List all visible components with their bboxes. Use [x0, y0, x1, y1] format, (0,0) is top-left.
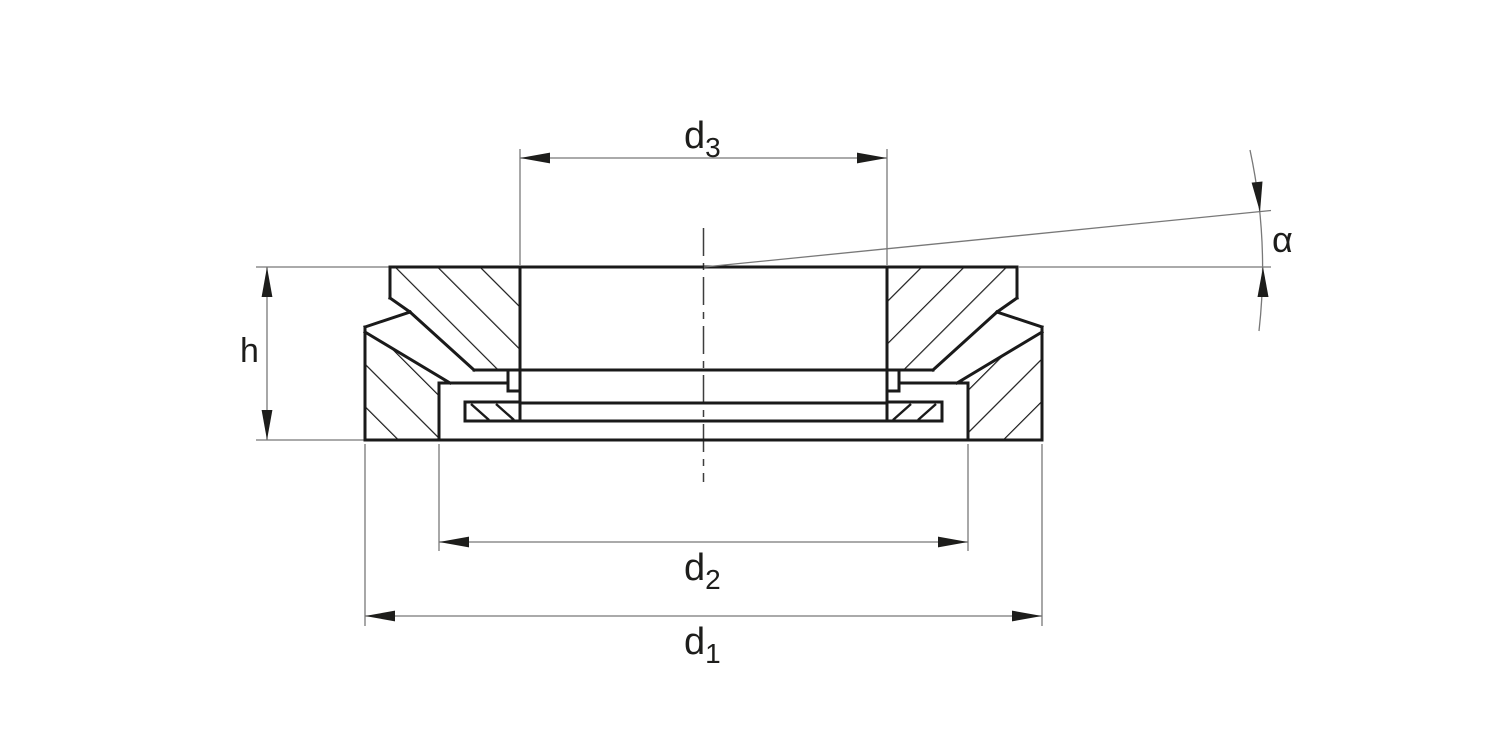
d2-arrow-left: [439, 536, 469, 548]
d2-label: d2: [684, 547, 721, 595]
left-sphere-surface-edge: [407, 309, 477, 373]
alpha-arrow-lower: [1257, 267, 1269, 297]
right-chamfer-edge: [994, 295, 1020, 315]
d3-dimension: d3: [520, 115, 887, 164]
section-hatching: [365, 267, 1042, 440]
left-seat-surface-edge: [362, 329, 453, 386]
d1-arrow-right: [1012, 610, 1042, 622]
alpha-label: α: [1272, 219, 1293, 260]
angle-arc: [1249, 149, 1264, 332]
d1-label: d1: [684, 621, 721, 669]
d3-arrow-right: [857, 152, 887, 164]
upper-washer-left-section: [390, 267, 520, 370]
h-dimension: h: [240, 267, 273, 440]
right-rim-edge: [995, 310, 1044, 329]
alpha-angle-dimension: α: [703, 149, 1293, 332]
right-seat-surface-edge: [954, 329, 1045, 386]
tilt-reference-line: [703, 209, 1272, 268]
h-arrow-top: [261, 267, 273, 297]
h-arrow-bottom: [261, 410, 273, 440]
d3-label: d3: [684, 115, 721, 163]
part-outline: [362, 265, 1045, 442]
d1-arrow-left: [365, 610, 395, 622]
alpha-arrow-upper: [1251, 181, 1263, 212]
left-rim-edge: [363, 310, 412, 329]
extension-lines: [256, 149, 1043, 626]
d3-arrow-left: [520, 152, 550, 164]
left-chamfer-edge: [387, 295, 413, 315]
d2-arrow-right: [938, 536, 968, 548]
lower-ring-right-section: [961, 332, 1042, 440]
lower-ring-left-section: [365, 332, 446, 440]
d2-dimension: d2: [439, 536, 968, 595]
upper-washer-right-section: [887, 267, 1017, 370]
h-label: h: [240, 332, 259, 370]
d1-dimension: d1: [365, 610, 1042, 669]
right-sphere-surface-edge: [930, 309, 1000, 373]
